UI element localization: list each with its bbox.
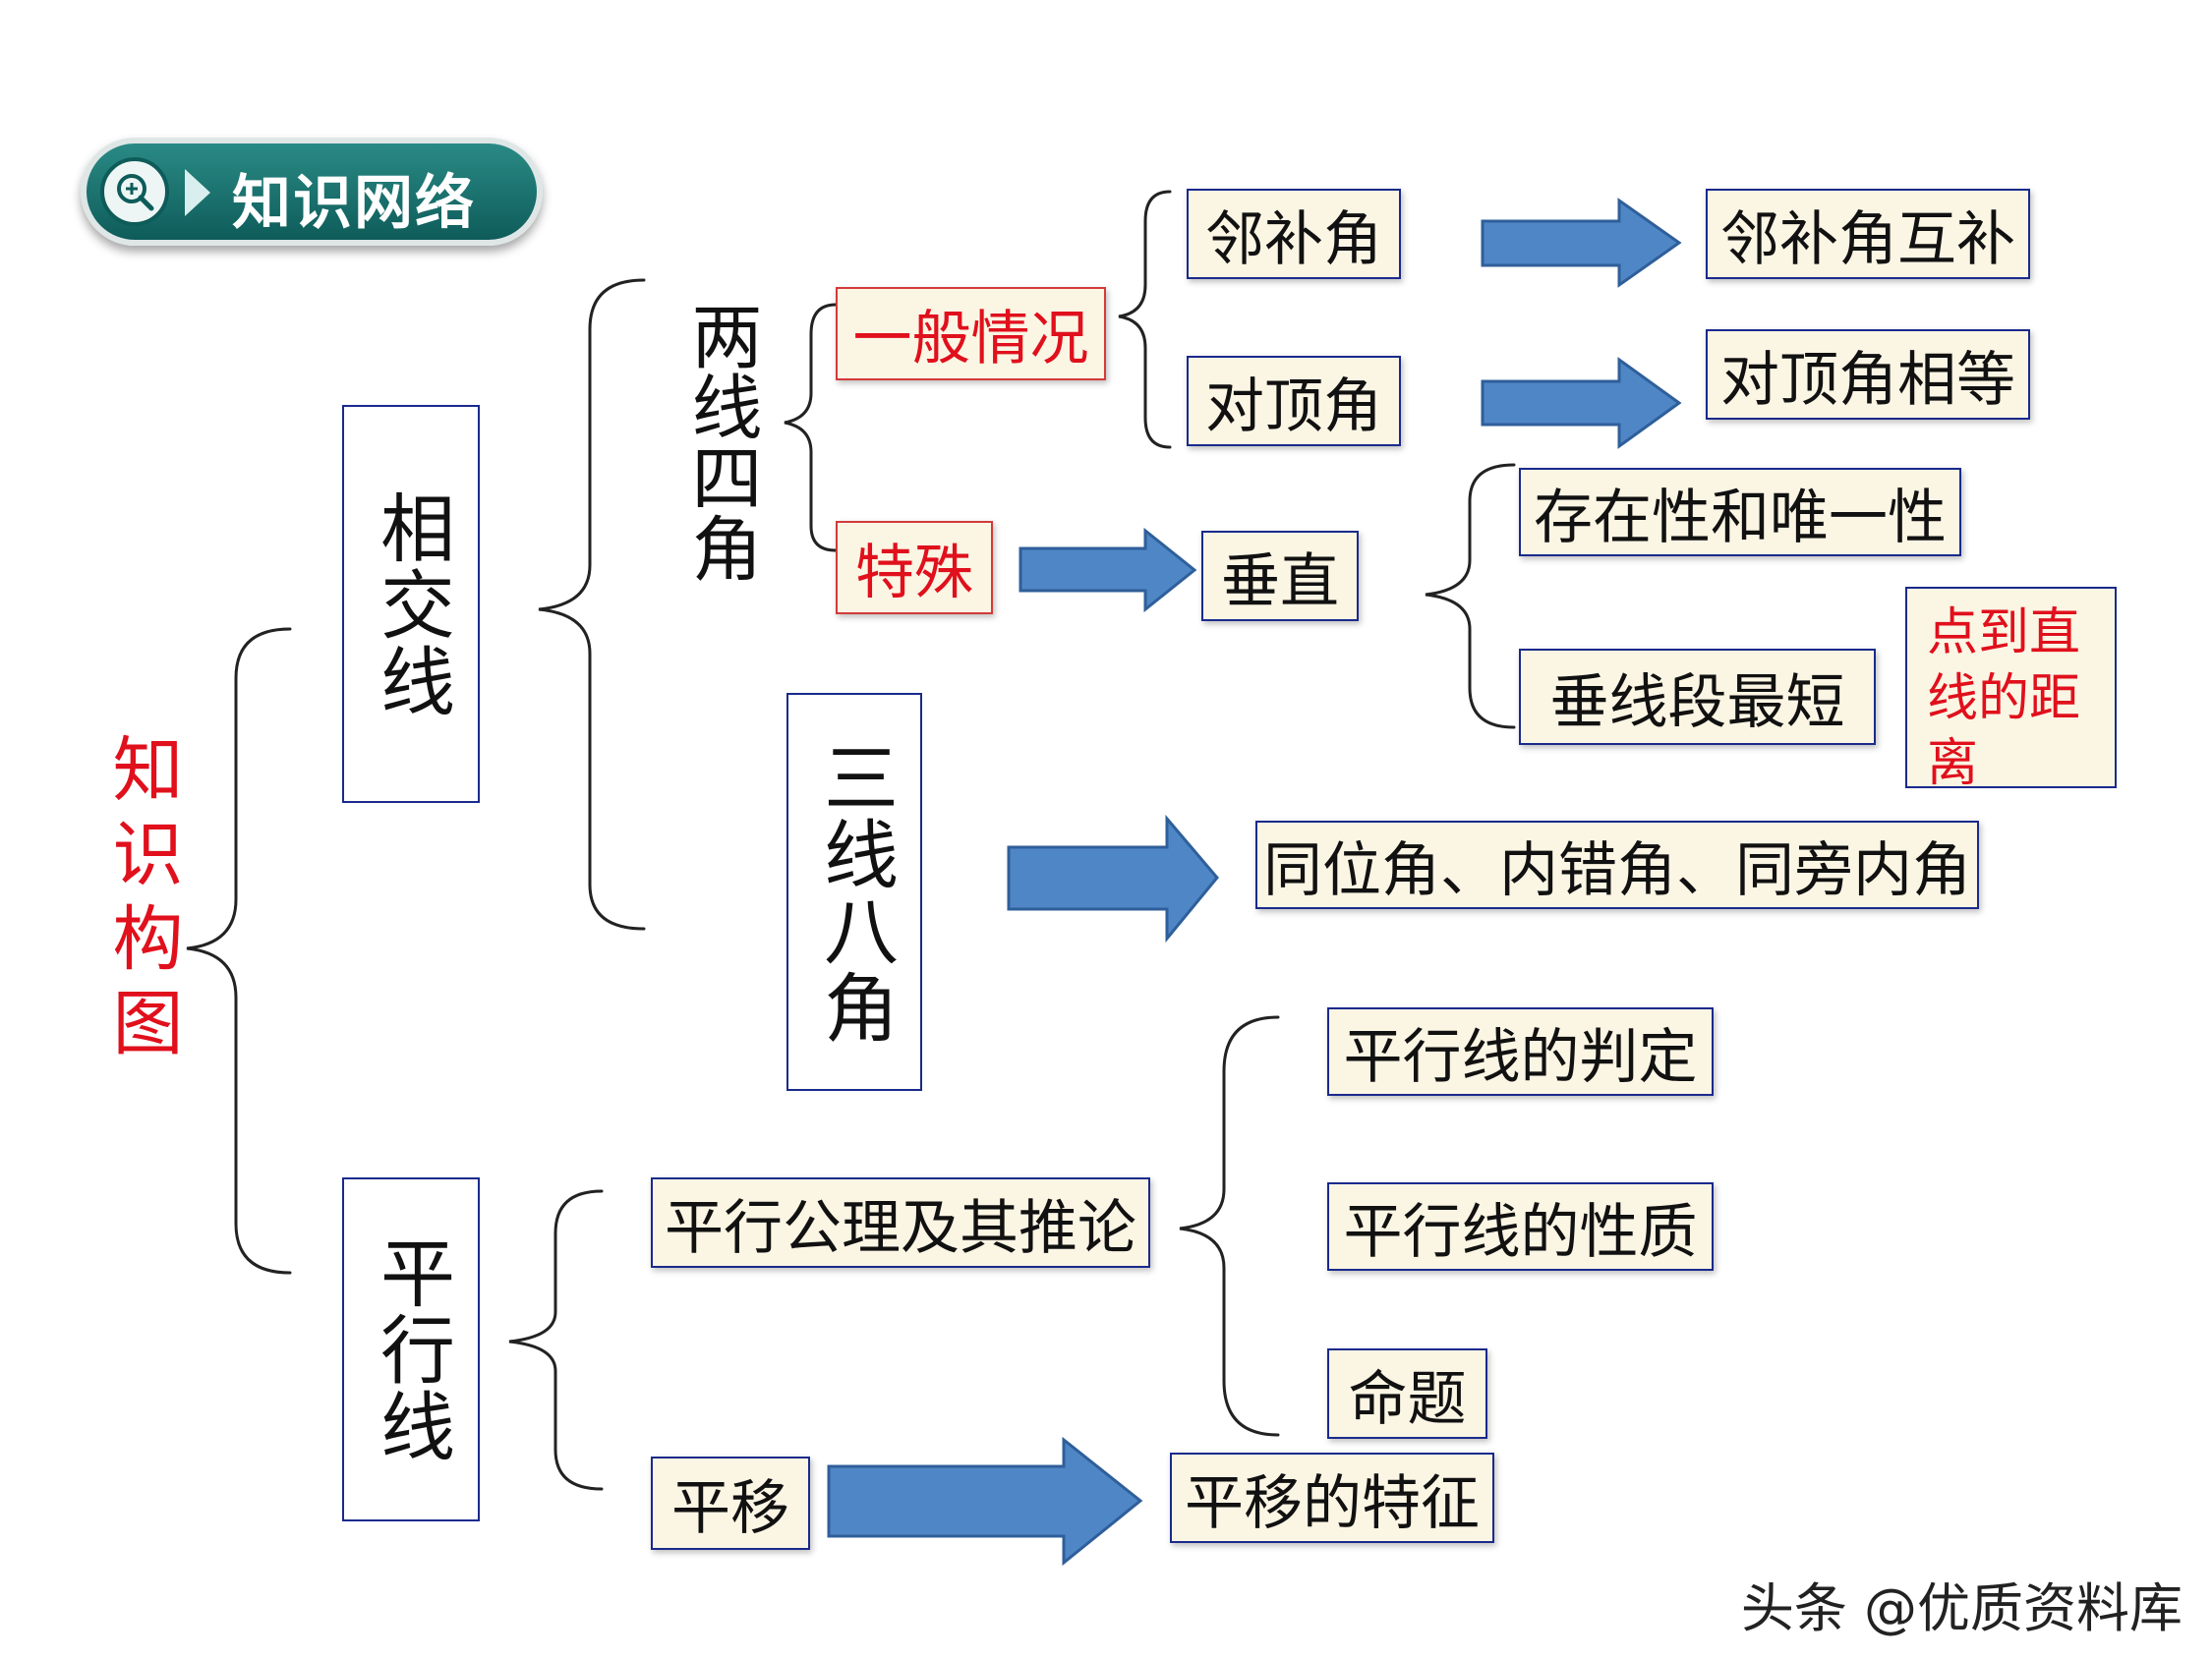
parallel-property-box[interactable]: 平行线的性质 [1327,1182,1714,1271]
arrow-special-icon [1019,527,1197,613]
arrow-adjacent-icon [1481,198,1682,288]
zoom-in-icon [100,157,169,226]
parallel-judgement-box[interactable]: 平行线的判定 [1327,1007,1714,1096]
section-banner: 知识网络 [81,138,543,246]
intersecting-lines-label: 相交线 [368,488,455,719]
arrow-three-lines-icon [1007,814,1219,944]
general-brace [1118,190,1172,449]
vertical-angles-result-box[interactable]: 对顶角相等 [1706,329,2030,420]
general-case-box[interactable]: 一般情况 [836,287,1106,380]
adjacent-supplementary-box[interactable]: 邻补角 [1187,189,1401,279]
arrow-vertical-icon [1481,357,1682,449]
proposition-box[interactable]: 命题 [1327,1348,1487,1439]
parallel-brace [508,1189,604,1491]
arrow-translation-icon [827,1436,1143,1567]
shortest-segment-box[interactable]: 垂线段最短 [1519,649,1876,745]
vertical-angles-box[interactable]: 对顶角 [1187,356,1401,446]
parallel-lines-label: 平行线 [368,1234,455,1464]
point-line-distance-box[interactable]: 点到直线的距离 [1905,587,2117,793]
root-label: 知识构图 [100,732,183,1070]
three-lines-label: 三线八角 [811,738,899,1046]
axiom-brace [1179,1015,1280,1437]
parallel-lines-box[interactable]: 平行线 [342,1177,480,1521]
banner-title: 知识网络 [232,169,476,238]
intersecting-lines-box[interactable]: 相交线 [342,405,480,803]
two-lines-brace [784,303,838,552]
perpendicular-box[interactable]: 垂直 [1201,531,1359,621]
root-brace [186,627,292,1275]
existence-uniqueness-box[interactable]: 存在性和唯一性 [1519,468,1961,556]
translation-feature-box[interactable]: 平移的特征 [1170,1453,1494,1543]
parallel-axiom-box[interactable]: 平行公理及其推论 [651,1177,1150,1268]
adjacent-supplementary-result-box[interactable]: 邻补角互补 [1706,189,2030,279]
watermark: 头条 @优质资料库 [1740,1577,2183,1639]
three-lines-box[interactable]: 三线八角 [786,693,922,1091]
intersecting-brace [538,278,646,931]
chevron-right-icon [185,169,210,216]
special-case-box[interactable]: 特殊 [836,521,993,614]
perpendicular-brace [1425,463,1516,729]
two-lines-label: 两线四角 [679,300,762,583]
translation-box[interactable]: 平移 [651,1457,810,1550]
angle-types-box[interactable]: 同位角、内错角、同旁内角 [1255,821,1979,909]
